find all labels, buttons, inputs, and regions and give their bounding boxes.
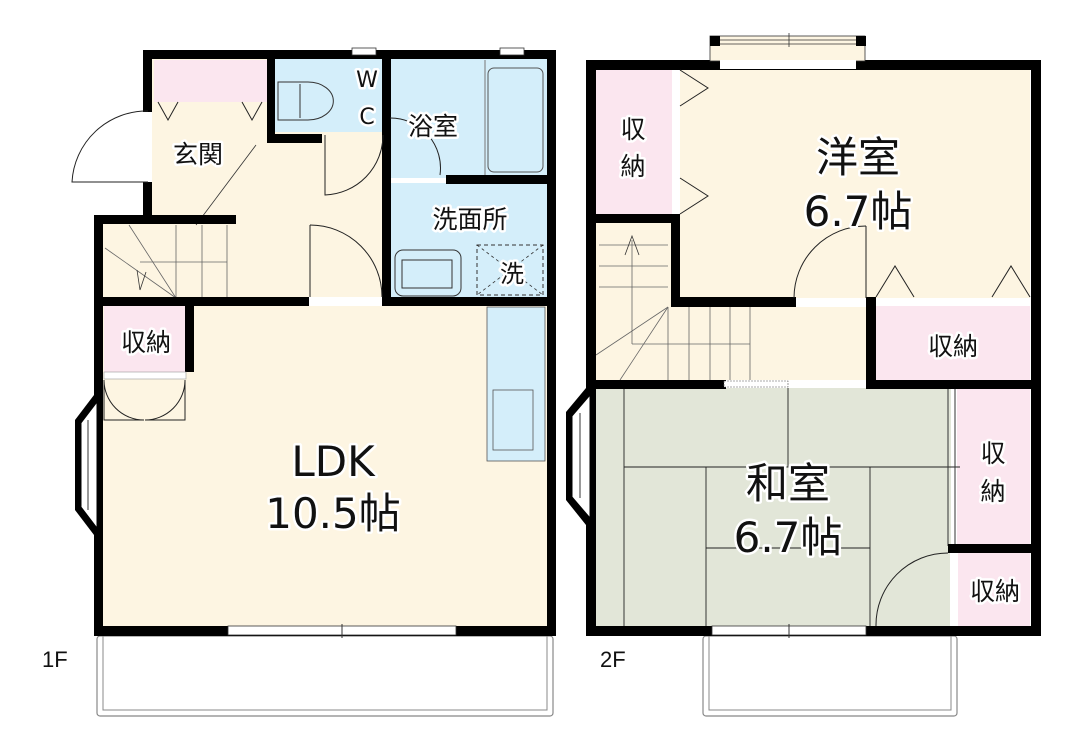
label-storage-1f: 収納 (121, 328, 171, 357)
stairs-2f (595, 234, 751, 381)
floor-label-2f: 2F (600, 647, 626, 672)
floor-2: 洋室 6.7帖 収 納 収納 和室 6.7帖 収 納 収納 2F (566, 33, 1041, 717)
kitchen-counter (486, 306, 546, 462)
label-washer: 洗 (500, 260, 524, 288)
floor-1: 玄関 W C 浴室 洗面所 洗 収納 LDK 10.5帖 1F (42, 47, 556, 717)
storage-1f-floor (104, 306, 190, 372)
entrance-door[interactable] (71, 110, 149, 183)
stairs-1f (104, 144, 257, 299)
washroom-floor (390, 183, 548, 299)
shoe-storage (154, 60, 268, 102)
label-japanese: 和室 (746, 459, 830, 508)
storage-mid-2f (876, 306, 1030, 380)
label-western-size: 6.7帖 (804, 187, 913, 236)
label-storage-left-2: 納 (620, 152, 645, 181)
floor-label-1f: 1F (42, 647, 68, 672)
door-opening-ldk (309, 297, 382, 306)
storage-mid-door[interactable] (876, 298, 1031, 306)
wash-basin-icon (394, 249, 462, 297)
window-western (709, 33, 866, 69)
storage-small-2f (957, 553, 1030, 626)
label-japanese-size: 6.7帖 (734, 513, 843, 562)
bay-window-2f (566, 388, 596, 525)
tatami-lines (623, 388, 960, 626)
label-wc-c: C (359, 105, 374, 130)
window-wc (351, 47, 377, 56)
washer-space (476, 244, 544, 296)
window-bath (499, 47, 525, 56)
stairs-1f-floor (100, 220, 235, 305)
storage-left-2f (596, 69, 672, 215)
label-ldk-size: 10.5帖 (265, 489, 401, 538)
doors-1f (71, 101, 441, 421)
balcony-2f (702, 635, 958, 717)
doors-2f (679, 69, 1031, 627)
toilet-icon (277, 81, 334, 121)
label-western: 洋室 (816, 133, 900, 182)
storage-left-door[interactable] (672, 70, 680, 214)
storage-right-2f (957, 388, 1030, 546)
label-bath: 浴室 (408, 112, 458, 141)
bay-window-1f (75, 395, 103, 535)
balcony-1f (96, 635, 554, 717)
label-storage-right-1: 収 (980, 439, 1005, 468)
label-washroom: 洗面所 (432, 205, 507, 234)
bath-floor (390, 58, 548, 178)
label-storage-small: 収納 (970, 577, 1020, 606)
label-genkan: 玄関 (173, 140, 223, 169)
label-storage-mid: 収納 (928, 332, 978, 361)
label-storage-left-1: 収 (620, 115, 645, 144)
label-ldk: LDK (291, 437, 376, 486)
storage-1f-door[interactable] (103, 371, 187, 380)
door-opening-western (796, 298, 866, 307)
japanese-room-floor (596, 388, 951, 626)
sink-icon (492, 389, 534, 451)
sliding-door-japanese[interactable] (723, 380, 789, 388)
storage-small-door[interactable] (950, 553, 958, 626)
label-storage-right-2: 納 (980, 477, 1005, 506)
label-wc-w: W (356, 68, 378, 93)
bathtub-icon (487, 67, 544, 173)
